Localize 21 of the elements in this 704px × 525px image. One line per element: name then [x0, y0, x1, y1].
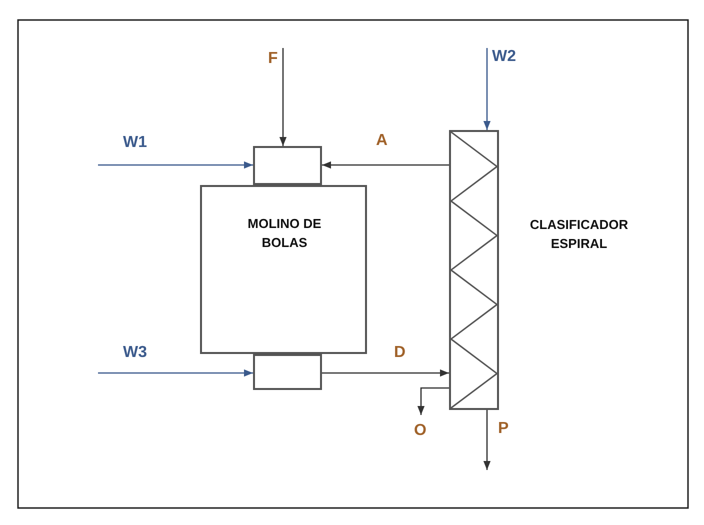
- stream-label: F: [268, 50, 278, 68]
- flow-arrow: [483, 48, 491, 130]
- mill-box: [200, 185, 367, 354]
- flow-arrow: [483, 410, 491, 470]
- equipment-label: CLASIFICADOR ESPIRAL: [528, 216, 630, 253]
- stream-label: P: [498, 420, 509, 438]
- port-box: [253, 354, 322, 390]
- flow-arrow: [98, 161, 253, 169]
- flow-arrow: [417, 387, 449, 415]
- port-box: [253, 146, 322, 185]
- flow-arrow: [322, 161, 449, 169]
- stream-label: D: [394, 344, 406, 362]
- stream-label: W3: [123, 344, 147, 362]
- stream-label: W1: [123, 134, 147, 152]
- flow-arrow: [322, 369, 449, 377]
- equipment-label: MOLINO DE BOLAS: [246, 215, 322, 252]
- stream-label: W2: [492, 48, 516, 66]
- stream-label: O: [414, 422, 426, 440]
- flow-arrow: [98, 369, 253, 377]
- flow-arrow: [279, 48, 287, 146]
- stream-label: A: [376, 132, 388, 150]
